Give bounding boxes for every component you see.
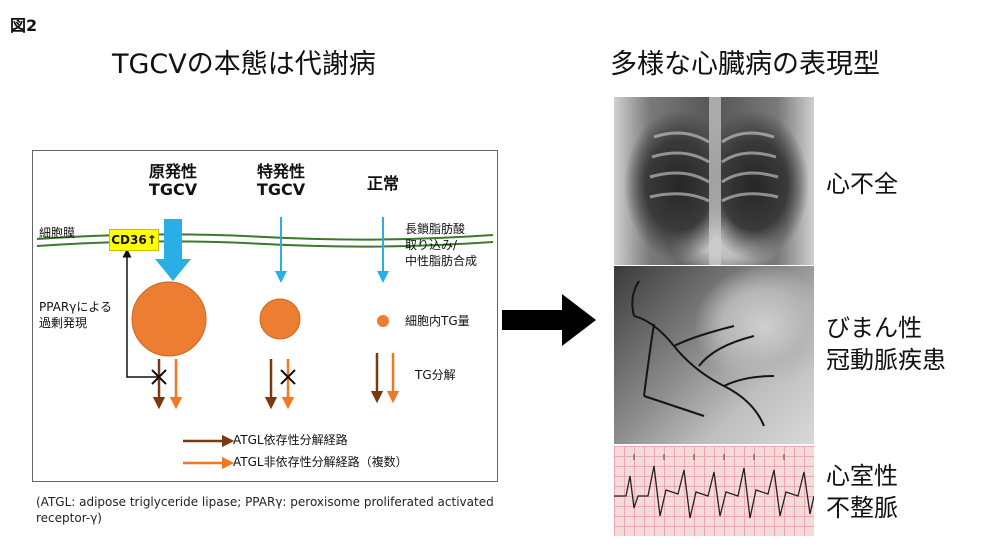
big-arrow-icon: [502, 294, 596, 346]
legend-atgl-dependent-label: ATGL依存性分解経路: [233, 433, 348, 447]
mechanism-panel: 原発性 TGCV 特発性 TGCV 正常 細胞膜 CD36↑ PPARγによる …: [32, 150, 498, 482]
right-heading: 多様な心臓病の表現型: [610, 49, 880, 80]
cell-membrane-label: 細胞膜: [39, 226, 76, 240]
column-title-normal: 正常: [366, 174, 399, 193]
fatty-acid-uptake-label: 長鎖脂肪酸 取り込み/ 中性脂肪合成: [405, 222, 478, 269]
column-title-idiopathic: 特発性 TGCV: [256, 162, 306, 200]
ppar-label: PPARγによる 過剰発現: [39, 300, 112, 331]
idiopathic-block-mark: [280, 369, 296, 385]
tg-breakdown-label: TG分解: [415, 368, 456, 382]
phenotype-label-arrhythmia: 心室性 不整脈: [826, 462, 898, 523]
idiopathic-tg-droplet: [259, 298, 301, 340]
coronary-angiogram-image: [614, 266, 814, 444]
cd36-box: CD36↑: [109, 229, 159, 251]
phenotype-label-heart-failure: 心不全: [826, 170, 898, 198]
primary-uptake-shaft: [164, 219, 182, 261]
primary-tg-droplet: [131, 281, 207, 357]
column-title-primary: 原発性 TGCV: [148, 162, 198, 200]
primary-uptake-head: [155, 259, 191, 281]
mechanism-diagram: [36, 217, 494, 470]
chest-xray-image: [614, 97, 814, 265]
left-heading: TGCVの本態は代謝病: [112, 49, 376, 80]
phenotype-label-coronary-disease: びまん性 冠動脈疾患: [826, 314, 946, 375]
ppar-feedback-arrow: [122, 248, 159, 378]
legend-tg-droplet: [377, 315, 389, 327]
primary-block-mark: [151, 369, 167, 385]
ecg-strip-image: [614, 446, 814, 536]
intracellular-tg-label: 細胞内TG量: [405, 314, 470, 328]
legend-atgl-independent-label: ATGL非依存性分解経路（複数）: [233, 455, 408, 469]
footnote: (ATGL: adipose triglyceride lipase; PPAR…: [36, 495, 494, 526]
figure-label: 図2: [10, 16, 38, 35]
